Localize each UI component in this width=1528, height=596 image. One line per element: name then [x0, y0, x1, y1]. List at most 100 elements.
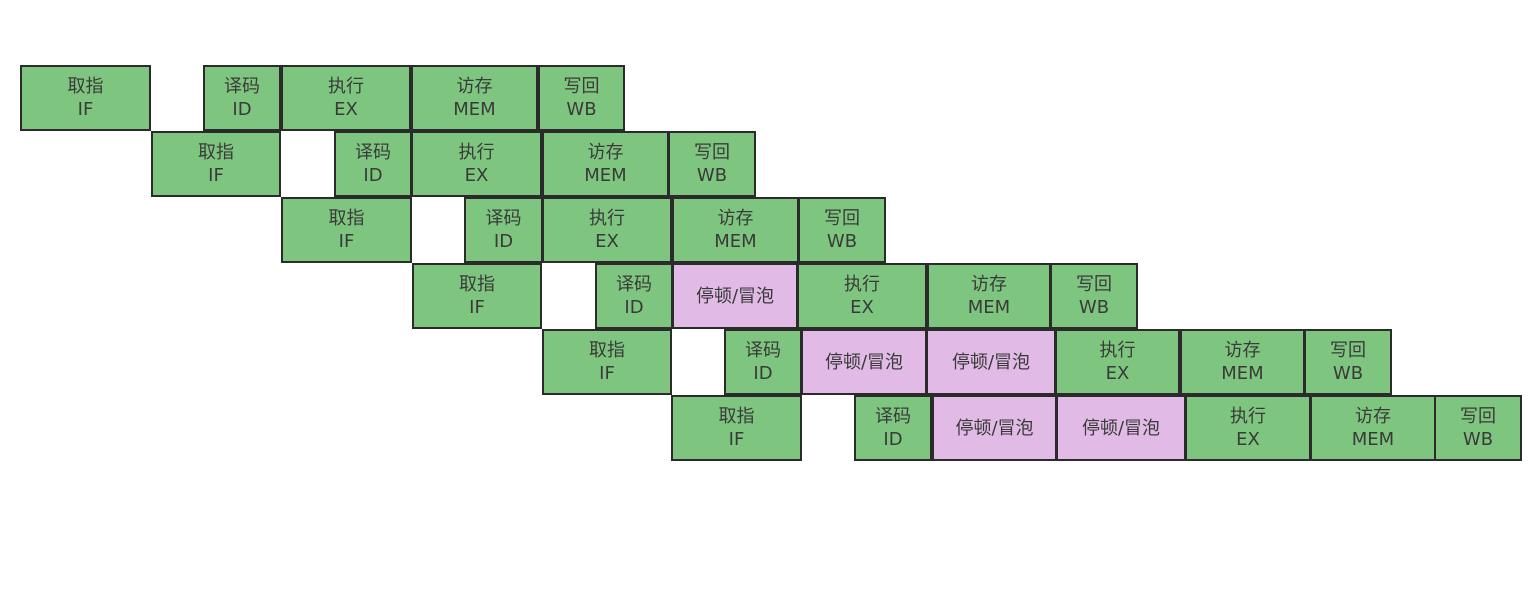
stage-name-en: ID: [753, 363, 773, 384]
stage-name-en: IF: [77, 99, 94, 120]
stage-name-cn: 访存: [587, 142, 624, 163]
stage-name-cn: 译码: [224, 76, 260, 97]
stage-name-cn: 写回: [824, 208, 860, 229]
stage-name-cn: 译码: [875, 406, 911, 427]
stage-name-cn: 写回: [563, 76, 600, 97]
stage-name-cn: 译码: [485, 208, 522, 229]
stage-name-cn: 写回: [1330, 340, 1366, 361]
stage-name-en: ID: [363, 165, 383, 186]
stage-name-cn: 译码: [616, 274, 652, 295]
stage-name-cn: 访存: [717, 208, 754, 229]
stage-name-en: ID: [624, 297, 644, 318]
stage-name-cn: 执行: [844, 274, 880, 295]
stage-name-en: WB: [696, 165, 728, 186]
stage-name-en: WB: [826, 231, 858, 252]
stage-name-en: WB: [1078, 297, 1110, 318]
stall-label: 停顿/冒泡: [824, 351, 904, 373]
stall-bubble-cell: 停顿/冒泡: [926, 329, 1056, 395]
stage-name-cn: 写回: [1076, 274, 1112, 295]
stage-name-en: ID: [232, 99, 252, 120]
stage-name-en: EX: [1236, 429, 1260, 450]
stage-name-en: EX: [850, 297, 874, 318]
stall-bubble-cell: 停顿/冒泡: [932, 395, 1057, 461]
stall-bubble-cell: 停顿/冒泡: [801, 329, 927, 395]
stage-name-cn: 取指: [718, 406, 755, 427]
stage-name-en: EX: [1105, 363, 1130, 384]
stage-name-cn: 译码: [745, 340, 781, 361]
stage-name-en: MEM: [1221, 363, 1264, 384]
stall-bubble-cell: 停顿/冒泡: [672, 263, 798, 329]
stage-name-cn: 访存: [456, 76, 493, 97]
stage-name-en: ID: [883, 429, 903, 450]
stage-name-en: MEM: [584, 165, 627, 186]
stage-name-en: MEM: [714, 231, 757, 252]
stage-name-cn: 取指: [198, 142, 234, 163]
stage-name-en: EX: [334, 99, 358, 120]
stage-name-en: IF: [469, 297, 485, 318]
stage-name-en: WB: [1462, 429, 1494, 450]
stall-label: 停顿/冒泡: [951, 351, 1031, 373]
stage-name-cn: 访存: [1355, 406, 1391, 427]
stage-name-en: ID: [493, 231, 514, 252]
stage-name-cn: 执行: [1230, 406, 1266, 427]
stage-name-cn: 访存: [1224, 340, 1261, 361]
stage-name-en: MEM: [453, 99, 496, 120]
stage-name-cn: 执行: [328, 76, 364, 97]
stage-name-en: IF: [338, 231, 355, 252]
stage-name-en: IF: [728, 429, 745, 450]
stage-name-en: WB: [566, 99, 597, 120]
stage-name-en: IF: [599, 363, 615, 384]
stage-name-cn: 写回: [1460, 406, 1496, 427]
stage-name-cn: 访存: [971, 274, 1007, 295]
stage-name-en: WB: [1332, 363, 1364, 384]
stage-name-cn: 取指: [459, 274, 495, 295]
stage-name-cn: 执行: [458, 142, 495, 163]
stall-label: 停顿/冒泡: [1081, 417, 1161, 439]
stage-name-en: EX: [464, 165, 489, 186]
stage-name-cn: 执行: [1099, 340, 1136, 361]
stage-name-en: MEM: [967, 297, 1011, 318]
stage-name-cn: 取指: [67, 76, 104, 97]
stage-name-cn: 取指: [589, 340, 625, 361]
stage-name-cn: 写回: [694, 142, 730, 163]
stage-name-cn: 译码: [355, 142, 391, 163]
stage-name-cn: 取指: [328, 208, 365, 229]
stage-name-en: IF: [208, 165, 224, 186]
stage-name-cn: 执行: [589, 208, 625, 229]
stall-bubble-cell: 停顿/冒泡: [1056, 395, 1186, 461]
stall-label: 停顿/冒泡: [955, 417, 1034, 439]
stage-name-en: MEM: [1351, 429, 1395, 450]
stage-name-en: EX: [595, 231, 619, 252]
